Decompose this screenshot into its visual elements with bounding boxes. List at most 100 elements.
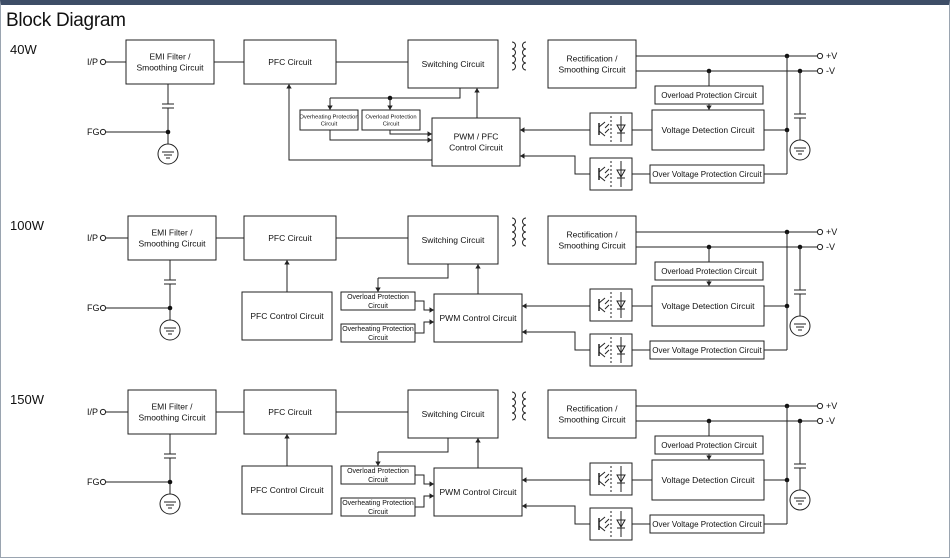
arrowhead: [522, 329, 527, 335]
over-voltage-protection-box-label: Over Voltage Protection Circuit: [652, 346, 762, 355]
optocoupler-icon: [598, 471, 606, 478]
minus-v-label: -V: [826, 416, 835, 426]
arrowhead: [706, 281, 712, 286]
overload-protection-small-box-label: Overload Protection: [365, 114, 416, 120]
over-voltage-protection-box-label: Over Voltage Protection Circuit: [652, 520, 762, 529]
optocoupler-icon: [598, 480, 606, 487]
minus-v-label: -V: [826, 242, 835, 252]
emi-filter-box-label: EMI Filter /: [149, 52, 191, 62]
pwm-pfc-control-box-label: Control Circuit: [449, 142, 503, 152]
overload-protection-box-label: Overload Protection Circuit: [661, 441, 757, 450]
fg-label: FG: [87, 477, 100, 487]
arrowhead: [475, 264, 481, 269]
overload-protection-box-label: Overload Protection Circuit: [661, 267, 757, 276]
arrowhead: [475, 438, 481, 443]
pfc-circuit-box: [243, 389, 337, 435]
optocoupler-icon: [604, 518, 610, 524]
fg-label: FG: [87, 303, 100, 313]
overload-protection-small-box-label: Overload Protection: [347, 468, 409, 475]
terminal: [816, 228, 824, 236]
pwm-pfc-control-box: [431, 117, 521, 167]
pwm-control-box-label: PWM Control Circuit: [440, 487, 518, 497]
terminal: [816, 402, 824, 410]
arrowhead: [427, 137, 432, 143]
terminal: [99, 478, 107, 486]
terminal: [99, 408, 107, 416]
arrowhead: [706, 105, 712, 110]
rectification-box: [547, 215, 637, 265]
switching-circuit-box-label: Switching Circuit: [422, 409, 485, 419]
overheating-protection-box-label: Circuit: [368, 335, 388, 342]
optocoupler-icon: [598, 130, 606, 137]
overload-protection-small-box-label: Circuit: [368, 477, 388, 484]
plus-v-label: +V: [826, 401, 837, 411]
section-label: 40W: [10, 42, 37, 57]
terminal: [99, 128, 107, 136]
arrowhead: [522, 477, 527, 483]
junction-dot: [167, 305, 173, 311]
ip-label: I/P: [87, 57, 98, 67]
overheating-protection-box-label: Overheating Protection: [342, 500, 414, 507]
rectification-box-label: Rectification /: [566, 54, 618, 64]
wire: [378, 438, 449, 453]
optocoupler-icon: [589, 157, 633, 191]
switching-circuit-box-label: Switching Circuit: [422, 235, 485, 245]
optocoupler-icon: [604, 299, 610, 305]
terminal: [816, 67, 824, 75]
ground-icon: [789, 489, 811, 511]
wire: [522, 505, 590, 525]
optocoupler-icon: [604, 478, 610, 484]
optocoupler-icon: [604, 473, 610, 479]
arrowhead: [375, 461, 381, 466]
voltage-detection-box-label: Voltage Detection Circuit: [661, 125, 755, 135]
pwm-control-box: [433, 467, 523, 517]
optocoupler-icon: [598, 121, 606, 128]
rectification-box-label: Rectification /: [566, 404, 618, 414]
arrowhead: [474, 88, 480, 93]
overheating-protection-box: [299, 109, 359, 131]
pwm-pfc-control-box-label: PWM / PFC: [454, 132, 499, 142]
optocoupler-icon: [598, 297, 606, 304]
optocoupler-icon: [604, 128, 610, 134]
optocoupler-icon: [598, 306, 606, 313]
voltage-detection-box: [651, 459, 765, 501]
arrowhead: [284, 434, 290, 439]
junction-dot: [165, 129, 171, 135]
emi-filter-box-label: Smoothing Circuit: [138, 412, 206, 422]
optocoupler-icon: [598, 351, 606, 358]
voltage-detection-box-label: Voltage Detection Circuit: [661, 301, 755, 311]
wire: [415, 321, 434, 334]
transformer-icon: [511, 41, 516, 71]
emi-filter-box-label: Smoothing Circuit: [136, 62, 204, 72]
pfc-circuit-box-label: PFC Circuit: [268, 233, 312, 243]
pfc-circuit-box: [243, 39, 337, 85]
junction-dot: [167, 479, 173, 485]
optocoupler-icon: [598, 342, 606, 349]
wire: [378, 264, 449, 279]
arrowhead: [429, 307, 434, 313]
switching-circuit-box: [407, 215, 499, 265]
plus-v-label: +V: [826, 51, 837, 61]
over-voltage-protection-box-label: Over Voltage Protection Circuit: [652, 170, 762, 179]
optocoupler-icon: [604, 123, 610, 129]
section-label: 100W: [10, 218, 45, 233]
pfc-control-box: [241, 291, 333, 341]
switching-circuit-box-label: Switching Circuit: [422, 59, 485, 69]
rectification-box: [547, 39, 637, 89]
rectification-box-label: Smoothing Circuit: [558, 240, 626, 250]
terminal: [99, 304, 107, 312]
page-title: Block Diagram: [6, 10, 126, 31]
pfc-circuit-box-label: PFC Circuit: [268, 407, 312, 417]
emi-filter-box: [125, 39, 215, 85]
ground-icon: [789, 315, 811, 337]
minus-v-label: -V: [826, 66, 835, 76]
arrowhead: [706, 455, 712, 460]
wire: [415, 495, 434, 508]
rectification-box: [547, 389, 637, 439]
arrowhead: [284, 260, 290, 265]
section-label: 150W: [10, 392, 45, 407]
arrowhead: [522, 303, 527, 309]
pfc-circuit-box: [243, 215, 337, 261]
